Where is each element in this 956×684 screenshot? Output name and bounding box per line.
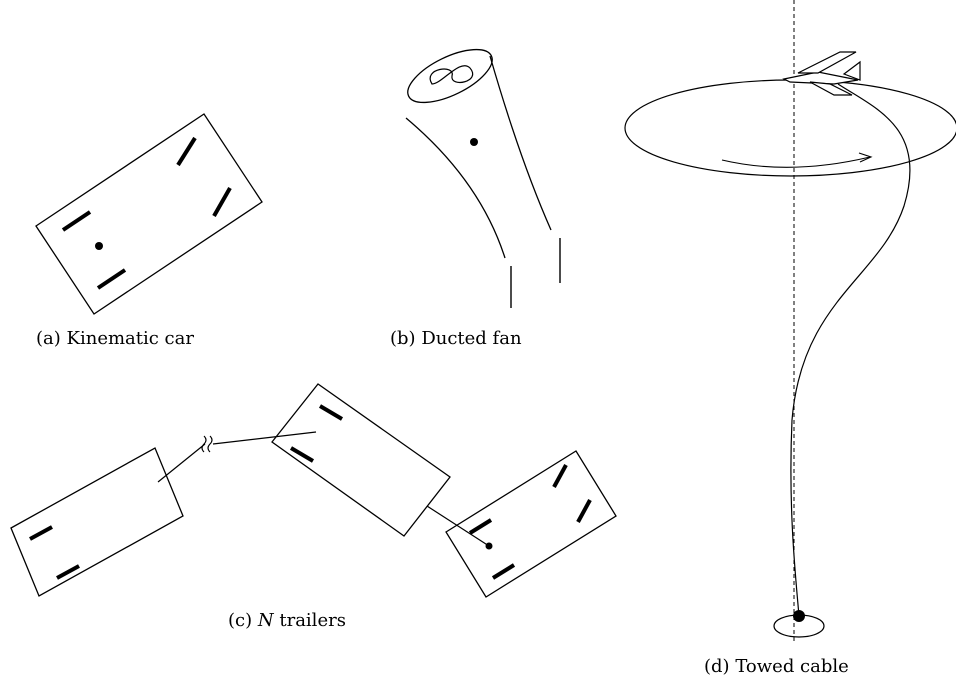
fan-blade-figure-eight [430,66,473,84]
caption-n-trailers: (c) N trailers [228,610,346,632]
kinematic-car-diagram [36,114,262,314]
car-wheel-rear-right [98,270,125,288]
caption-b-label: (b) [390,328,416,349]
aircraft-orbit-circle [625,80,956,176]
fan-center-of-mass [470,138,478,146]
n-trailers-diagram [11,384,616,597]
lead-car-wheel-front-right [578,500,590,522]
aircraft-tail-fin [844,62,860,80]
lead-car-body [446,451,616,597]
hitch-middle-segment [213,432,316,444]
drogue-body [793,610,805,622]
trailer-left-wheel-bottom [57,566,79,578]
trailer-middle-wheel-top [320,406,342,419]
car-wheel-front-right [214,188,230,216]
fan-body-right-side [490,56,551,230]
car-body [36,114,262,314]
orbit-direction-arrow [722,157,870,167]
caption-c-label: (c) [228,610,253,631]
aircraft-lower-wing [810,82,852,95]
towed-cable-line [791,84,910,616]
car-reference-point [95,242,103,250]
lead-car-wheel-front-left [554,465,566,487]
car-wheel-rear-left [63,212,90,230]
fan-duct-top [400,39,499,113]
caption-ducted-fan: (b) Ducted fan [390,328,522,350]
caption-a-text: Kinematic car [66,328,194,349]
ducted-fan-diagram [400,39,560,308]
orbit-direction-arrowhead [859,153,871,162]
caption-d-text: Towed cable [735,656,849,677]
caption-a-label: (a) [36,328,61,349]
lead-car-wheel-rear-left [470,520,491,533]
trailer-left-wheel-top [30,527,52,539]
caption-towed-cable: (d) Towed cable [704,656,849,678]
hitch-break-symbol [202,436,212,452]
caption-c-text: trailers [279,610,346,631]
towed-cable-diagram [625,0,956,644]
aircraft-icon [784,52,860,95]
lead-car-wheel-rear-right [493,565,514,578]
caption-kinematic-car: (a) Kinematic car [36,328,194,350]
hitch-right-segment [427,506,489,546]
caption-d-label: (d) [704,656,730,677]
lead-car-reference-point [485,542,493,550]
hitch-left-segment [158,444,205,482]
trailer-middle-body [272,384,450,536]
fan-body-left-side [406,118,505,258]
caption-b-text: Ducted fan [421,328,522,349]
trailer-left-body [11,448,183,596]
caption-c-variable: N [257,610,274,631]
aircraft-wing [798,52,856,73]
car-wheel-front-left [178,138,195,165]
trailer-middle-wheel-bottom [291,448,313,461]
